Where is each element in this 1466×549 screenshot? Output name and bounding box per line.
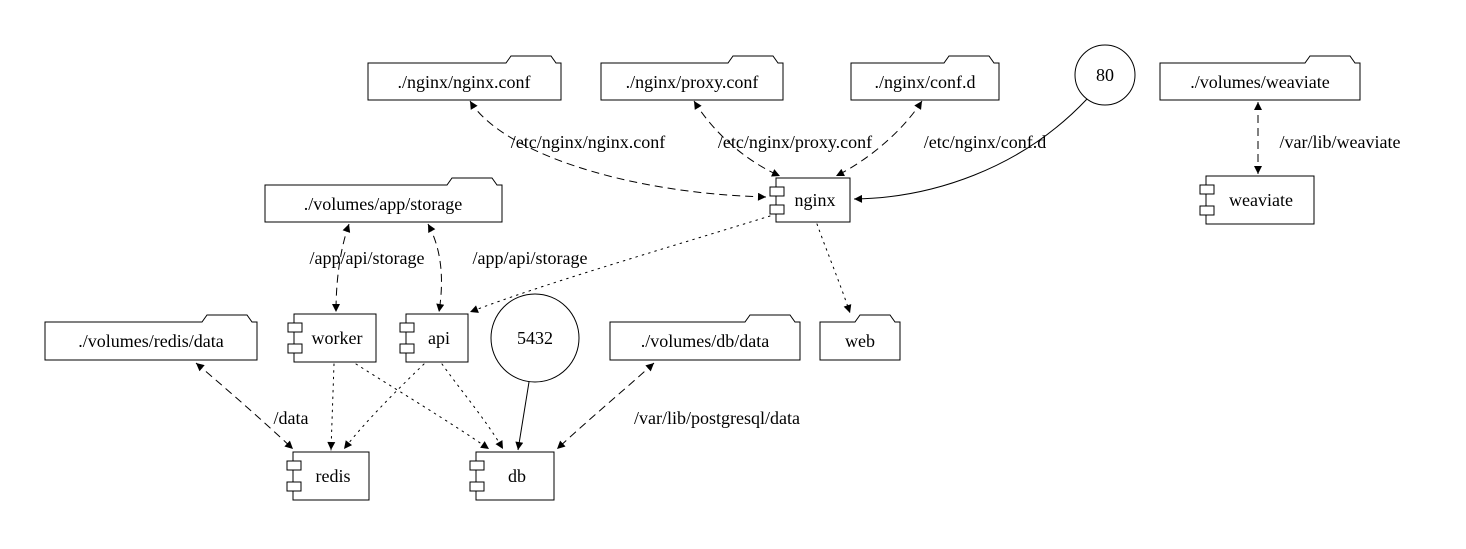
node-label: ./volumes/db/data bbox=[641, 331, 769, 351]
node-app-storage-volume: ./volumes/app/storage bbox=[264, 177, 503, 223]
component-shape bbox=[1205, 175, 1315, 225]
node-weaviate-volume: ./volumes/weaviate bbox=[1159, 55, 1361, 101]
edge-label: /etc/nginx/proxy.conf bbox=[718, 132, 872, 152]
component-tab bbox=[1199, 205, 1215, 216]
folder-shape bbox=[44, 314, 258, 361]
component-shape bbox=[405, 313, 469, 363]
component-shape bbox=[293, 313, 377, 363]
node-web: web bbox=[819, 314, 901, 361]
component-shape bbox=[475, 451, 555, 501]
node-label: worker bbox=[312, 328, 363, 348]
component-tab bbox=[769, 204, 785, 215]
node-label: ./nginx/nginx.conf bbox=[398, 72, 531, 92]
edge-conf-d-to-nginx bbox=[835, 100, 923, 177]
edge-app-storage-to-worker bbox=[332, 223, 351, 313]
node-nginx: nginx bbox=[769, 177, 851, 223]
port-circle bbox=[1074, 44, 1136, 106]
node-label: db bbox=[508, 466, 526, 486]
node-redis: redis bbox=[286, 451, 370, 501]
edge-worker-to-db bbox=[355, 363, 490, 450]
node-label: ./volumes/redis/data bbox=[78, 331, 223, 351]
node-proxy-conf: ./nginx/proxy.conf bbox=[600, 55, 784, 101]
edge-api-to-redis bbox=[343, 363, 425, 450]
edge-label: /etc/nginx/conf.d bbox=[924, 132, 1046, 152]
node-worker: worker bbox=[287, 313, 377, 363]
node-label: ./nginx/conf.d bbox=[875, 72, 976, 92]
node-redis-volume: ./volumes/redis/data bbox=[44, 314, 258, 361]
node-db: db bbox=[469, 451, 555, 501]
node-label: api bbox=[428, 328, 450, 348]
folder-shape bbox=[850, 55, 1000, 101]
folder-shape bbox=[600, 55, 784, 101]
edge-label: /data bbox=[274, 408, 309, 428]
component-tab bbox=[399, 343, 415, 354]
edge-port-5432-to-db bbox=[515, 381, 530, 451]
edge-worker-to-redis bbox=[327, 363, 336, 451]
node-label: 80 bbox=[1096, 65, 1114, 85]
component-shape bbox=[775, 177, 851, 223]
edge-redis-volume-to-redis bbox=[195, 362, 294, 450]
component-tab bbox=[469, 481, 485, 492]
component-shape bbox=[292, 451, 370, 501]
component-tab bbox=[286, 481, 302, 492]
edge-label: /var/lib/postgresql/data bbox=[634, 408, 800, 428]
node-conf-d: ./nginx/conf.d bbox=[850, 55, 1000, 101]
node-db-volume: ./volumes/db/data bbox=[609, 314, 801, 361]
edge-db-volume-to-db bbox=[556, 362, 655, 450]
edge-label: /var/lib/weaviate bbox=[1280, 132, 1401, 152]
edge-proxy-conf-to-nginx bbox=[693, 100, 781, 177]
edge-nginx-conf-to-nginx bbox=[469, 100, 767, 201]
edge-api-to-db bbox=[441, 363, 504, 450]
node-port-5432: 5432 bbox=[490, 293, 580, 383]
node-label: ./nginx/proxy.conf bbox=[626, 72, 759, 92]
component-tab bbox=[769, 186, 785, 197]
edge-nginx-to-web bbox=[816, 223, 852, 314]
edge-label: /app/api/storage bbox=[310, 248, 425, 268]
node-nginx-conf: ./nginx/nginx.conf bbox=[367, 55, 562, 101]
node-label: web bbox=[845, 331, 875, 351]
folder-shape bbox=[264, 177, 503, 223]
node-label: redis bbox=[316, 466, 351, 486]
node-api: api bbox=[399, 313, 469, 363]
port-circle bbox=[490, 293, 580, 383]
folder-shape bbox=[819, 314, 901, 361]
node-label: nginx bbox=[794, 190, 835, 210]
node-label: weaviate bbox=[1229, 190, 1293, 210]
node-weaviate: weaviate bbox=[1199, 175, 1315, 225]
edge-port-80-to-nginx bbox=[853, 98, 1088, 203]
node-label: ./volumes/app/storage bbox=[304, 194, 462, 214]
folder-shape bbox=[1159, 55, 1361, 101]
component-tab bbox=[469, 460, 485, 471]
node-label: ./volumes/weaviate bbox=[1190, 72, 1329, 92]
edge-app-storage-to-api bbox=[427, 223, 445, 313]
edge-label: /app/api/storage bbox=[473, 248, 588, 268]
component-tab bbox=[399, 322, 415, 333]
edge-nginx-to-api bbox=[469, 215, 771, 313]
edge-label: /etc/nginx/nginx.conf bbox=[511, 132, 665, 152]
node-port-80: 80 bbox=[1074, 44, 1136, 106]
component-tab bbox=[286, 460, 302, 471]
component-tab bbox=[1199, 184, 1215, 195]
component-tab bbox=[287, 322, 303, 333]
component-tab bbox=[287, 343, 303, 354]
folder-shape bbox=[609, 314, 801, 361]
folder-shape bbox=[367, 55, 562, 101]
node-label: 5432 bbox=[517, 328, 553, 348]
